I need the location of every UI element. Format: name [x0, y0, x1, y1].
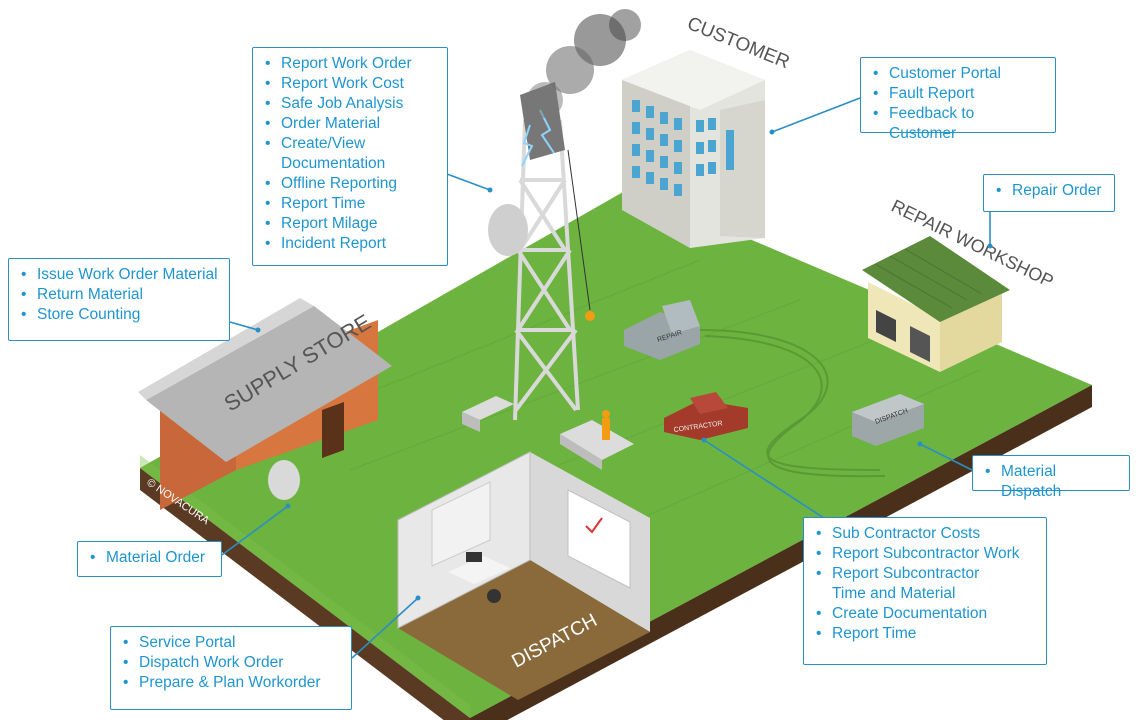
callout-item: Issue Work Order Material: [19, 265, 219, 285]
callout-item: Feedback to Customer: [871, 104, 1045, 144]
callout-item: Safe Job Analysis: [263, 94, 437, 114]
tower-callout: Report Work Order Report Work Cost Safe …: [252, 47, 448, 266]
callout-connectors: [221, 97, 991, 659]
supply-store-building: [138, 298, 392, 510]
callout-item: Service Portal: [121, 633, 341, 653]
dispatch-callout: Service Portal Dispatch Work Order Prepa…: [110, 626, 352, 710]
material-order-callout: Material Order: [77, 541, 222, 577]
callout-item: Dispatch Work Order: [121, 653, 341, 673]
callout-item: Offline Reporting: [263, 174, 437, 194]
callout-item: Repair Order: [994, 181, 1104, 201]
material-dispatch-callout: Material Dispatch: [972, 455, 1130, 500]
callout-item: Create/View: [263, 134, 437, 154]
callout-item: Sub Contractor Costs: [814, 524, 1036, 544]
callout-item: Material Order: [88, 548, 211, 568]
subcontractor-callout: Sub Contractor Costs Report Subcontracto…: [803, 517, 1047, 665]
callout-item: Report Subcontractor Work: [814, 544, 1036, 564]
callout-item: Material Dispatch: [983, 462, 1119, 502]
callout-item: Return Material: [19, 285, 219, 305]
dispatch-van: DISPATCH: [852, 394, 924, 446]
callout-item: Documentation: [281, 155, 386, 172]
callout-item: Incident Report: [263, 234, 437, 254]
callout-item: Report Milage: [263, 214, 437, 234]
repair-callout: Repair Order: [983, 174, 1115, 212]
callout-item: Report Work Cost: [263, 74, 437, 94]
callout-item: Create Documentation: [814, 604, 1036, 624]
dispatch-room: [397, 451, 650, 700]
supply-callout: Issue Work Order Material Return Materia…: [8, 258, 230, 341]
customer-callout: Customer Portal Fault Report Feedback to…: [860, 57, 1056, 142]
soil-left-edge: [140, 468, 470, 720]
contractor-truck: CONTRACTOR: [664, 392, 748, 440]
callout-item: Time and Material: [832, 585, 956, 602]
callout-item: Report Work Order: [263, 54, 437, 74]
callout-item: Report Time: [814, 624, 1036, 644]
callout-item: Report Time: [263, 194, 437, 214]
customer-building: [622, 50, 765, 248]
callout-item: Store Counting: [19, 305, 219, 325]
callout-item: Prepare & Plan Workorder: [121, 673, 341, 693]
telecom-tower: [488, 9, 641, 421]
callout-item: Fault Report: [871, 84, 1045, 104]
callout-item: Customer Portal: [871, 64, 1045, 84]
repair-workshop-building: [862, 236, 1010, 372]
callout-item: Order Material: [263, 114, 437, 134]
callout-item: Report Subcontractor: [814, 564, 1036, 584]
repair-truck: REPAIR: [624, 300, 700, 360]
